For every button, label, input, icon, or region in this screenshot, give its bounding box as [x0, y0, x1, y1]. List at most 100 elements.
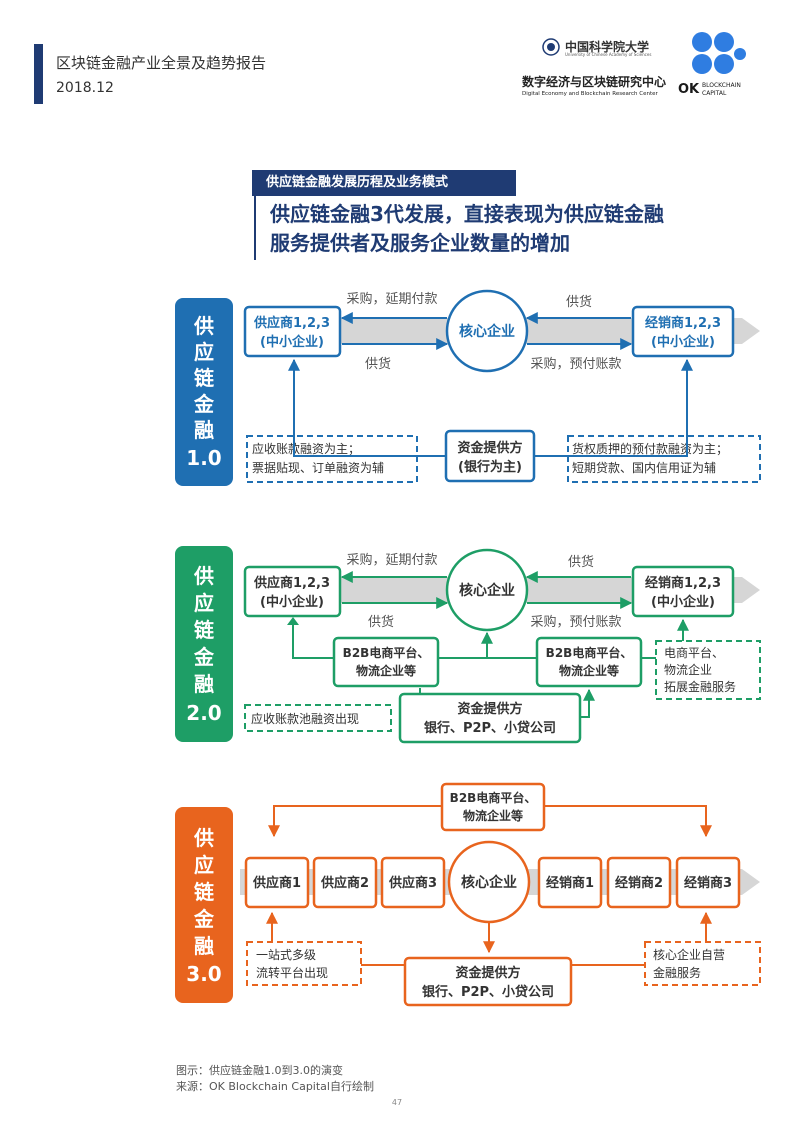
gen2-bottom-right-label: 采购，预付账款 [530, 614, 621, 630]
gen3-b2b-line2: 物流企业等 [463, 808, 523, 823]
gen3-fund-box [403, 956, 573, 1007]
gen2-supplier-line1: 供应商1,2,3 [253, 575, 330, 591]
gen3-b2b-line1: B2B电商平台、 [450, 790, 537, 805]
cas-name: 中国科学院大学 [565, 40, 650, 54]
gen1-core-label: 核心企业 [459, 323, 515, 340]
gen1-label-char: 应 [194, 340, 214, 364]
gen1-label-version: 1.0 [186, 446, 221, 470]
page-number: 47 [391, 1098, 403, 1107]
gen3-dealer-label: 经销商1 [546, 875, 594, 891]
gen2-fund-line1: 资金提供方 [457, 701, 522, 717]
gen1-right-note-line2: 短期贷款、国内信用证为辅 [572, 461, 716, 475]
gen2-b2b-left-box [332, 636, 440, 688]
gen3-supplier-label: 供应商2 [320, 875, 369, 891]
gen1-dealer-line2: (中小企业) [651, 334, 715, 350]
gen2-right-note-line3: 拓展金融服务 [664, 679, 736, 694]
gen2-b2b-right-line2: 物流企业等 [559, 663, 619, 678]
gen2-fund-box [398, 692, 582, 744]
gen3-right-note-line1: 核心企业自营 [653, 947, 725, 962]
gen1-left-note-line2: 票据贴现、订单融资为辅 [252, 461, 384, 475]
gen1-fund-to-dealer-arrow [534, 358, 693, 457]
gen2-label-char: 金 [193, 645, 215, 669]
gen1-label-panel [175, 298, 233, 486]
gen3-left-note-box [246, 941, 362, 986]
gen2-bottom-left-label: 供货 [368, 614, 394, 630]
gen2-left-note: 应收账款池融资出现 [251, 711, 359, 726]
figure-caption: 图示：供应链金融1.0到3.0的演变 [176, 1064, 343, 1077]
gen1-left-note-line1: 应收账款融资为主； [252, 441, 360, 456]
okc-sub-line-2: CAPITAL [702, 90, 727, 97]
gen3-b2b-to-suppliers-arrow [268, 805, 442, 838]
gen2-b2b-left-line2: 物流企业等 [356, 663, 416, 678]
gen1-fund-line1: 资金提供方 [457, 440, 522, 456]
gen2-fund-line2: 银行、P2P、小贷公司 [424, 720, 556, 736]
gen3-dealer-box [537, 856, 603, 909]
gen2-label-version: 2.0 [186, 701, 221, 725]
gen3-left-note-line2: 流转平台出现 [256, 965, 328, 980]
gen1-top-right-label: 供货 [566, 294, 592, 310]
gen2-right-note-box [655, 640, 761, 700]
gen2-top-left-label: 采购，延期付款 [346, 552, 437, 568]
gen2-b2b-right-line1: B2B电商平台、 [546, 645, 633, 660]
gen3-core-label: 核心企业 [461, 874, 517, 891]
gen2-top-right-label: 供货 [568, 554, 594, 570]
gen3-label-panel [175, 807, 233, 1003]
gen1-label-char: 金 [193, 392, 215, 416]
gen3-label-char: 供 [193, 826, 214, 850]
gen1-right-note-line1: 货权质押的预付款融资为主； [572, 441, 728, 456]
gen3-supplier-label: 供应商3 [388, 875, 437, 891]
gen1-section: 供 应 链 金 融 1.0 供应商1,2,3 (中小企业) 经销商1,2,3 (… [175, 289, 761, 486]
gen2-dealer-line1: 经销商1,2,3 [645, 575, 721, 591]
gen2-label-panel [175, 546, 233, 742]
gen3-supplier-box [312, 856, 378, 909]
gen1-dealer-line1: 经销商1,2,3 [645, 315, 721, 331]
gen2-core-circle [445, 548, 529, 632]
gen3-label-char: 金 [193, 907, 215, 931]
gen3-left-note-line1: 一站式多级 [256, 948, 316, 962]
gen2-arrowhead-supplier [287, 617, 299, 625]
gen1-supplier-line1: 供应商1,2,3 [253, 315, 330, 331]
gen3-supplier-box [244, 856, 310, 909]
gen2-right-note-line2: 物流企业 [664, 662, 712, 677]
okc-logo-sub: BLOCKCHAIN CAPITAL [702, 82, 741, 98]
gen3-label-char: 融 [194, 934, 214, 958]
gen2-dealer-line2: (中小企业) [651, 594, 715, 610]
headline-line-1: 供应链金融3代发展，直接表现为供应链金融 [270, 202, 664, 226]
gen1-core-circle [445, 289, 529, 373]
gen3-dealer-label: 经销商3 [684, 875, 732, 891]
gen2-label-char: 供 [193, 564, 214, 588]
gen2-b2b-left-line1: B2B电商平台、 [343, 645, 430, 660]
gen3-fund-line2: 银行、P2P、小贷公司 [422, 984, 554, 1000]
cas-sub: University of Chinese Academy of Science… [565, 52, 652, 57]
gen1-label-char: 链 [194, 366, 215, 390]
gen3-right-note-box [644, 941, 761, 986]
gen3-supplier-box [380, 856, 446, 909]
gen1-supplier-box [243, 305, 342, 358]
gen2-b2b-right-box [535, 636, 643, 688]
research-center-name: 数字经济与区块链研究中心 [522, 75, 667, 89]
gen2-label-char: 链 [194, 618, 215, 642]
research-center-en: Digital Economy and Blockchain Research … [522, 91, 658, 97]
gen1-right-note-box [567, 435, 761, 483]
gen3-label-char: 应 [194, 853, 214, 877]
section-tag-line [254, 196, 256, 260]
gen3-label-char: 链 [194, 880, 215, 904]
headline-line-2: 服务提供者及服务企业数量的增加 [270, 231, 570, 255]
gen2-section: 供 应 链 金 融 2.0 供应商1,2,3 (中小企业) 经销商1,2,3 (… [175, 546, 761, 744]
gen3-dealer-box [675, 856, 741, 909]
okc-sub-line-1: BLOCKCHAIN [702, 82, 741, 89]
gen1-label-char: 供 [193, 314, 214, 338]
gen2-label-char: 融 [194, 672, 214, 696]
gen2-supplier-line2: (中小企业) [260, 594, 324, 610]
gen3-dealer-box [606, 856, 672, 909]
gen1-label-char: 融 [194, 418, 214, 442]
gen2-dealer-box [631, 565, 735, 618]
gen1-dealer-box [631, 305, 735, 358]
cas-emblem-icon [542, 38, 560, 56]
gen1-bottom-left-label: 供货 [365, 356, 391, 372]
gen1-supplier-line2: (中小企业) [260, 334, 324, 350]
gen3-supplier-label: 供应商1 [252, 875, 301, 891]
report-date: 2018.12 [56, 80, 114, 96]
okc-logo-main: OK [678, 82, 700, 97]
